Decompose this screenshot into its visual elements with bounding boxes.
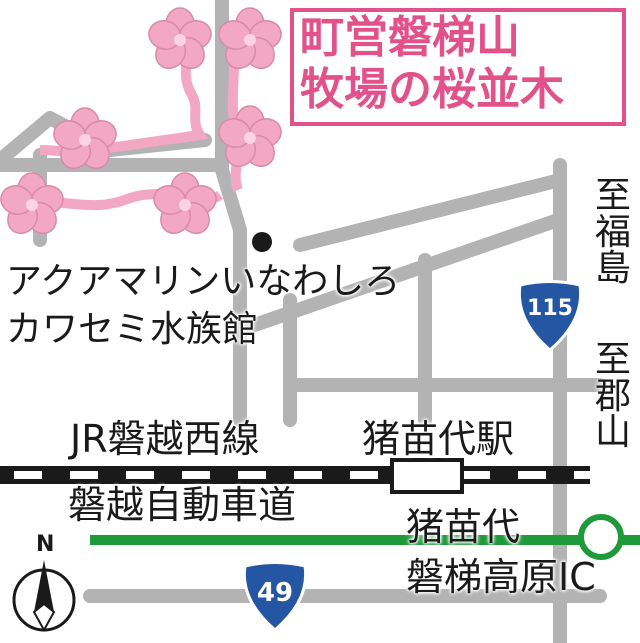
railway-dash bbox=[350, 471, 378, 479]
station-label: 猪苗代駅 bbox=[362, 417, 515, 461]
road-network bbox=[0, 0, 607, 643]
railway-dash bbox=[70, 471, 98, 479]
cherry-blossom-icon bbox=[148, 7, 212, 70]
interchange-label-line-1: 猪苗代 bbox=[406, 505, 521, 549]
title-line-1: 町営磐梯山 bbox=[300, 12, 520, 63]
railway-dash bbox=[518, 471, 546, 479]
route-49-number: 49 bbox=[256, 578, 294, 608]
direction-fukushima: 至福島 bbox=[594, 175, 631, 290]
railway-line bbox=[0, 466, 602, 484]
railway-dash bbox=[238, 471, 266, 479]
cherry-blossom-icon bbox=[0, 172, 64, 235]
north-arrow-icon bbox=[12, 560, 76, 633]
title-line-2: 牧場の桜並木 bbox=[300, 64, 564, 115]
railway-dash bbox=[462, 471, 490, 479]
location-dot-icon bbox=[252, 232, 272, 252]
cherry-blossom-icon bbox=[53, 107, 117, 170]
railway-dash bbox=[14, 471, 42, 479]
title-box bbox=[290, 8, 626, 126]
route-49-shield bbox=[242, 561, 308, 632]
compass-north-label: N bbox=[36, 532, 55, 557]
cherry-blossom-icon bbox=[153, 172, 217, 235]
interchange-circle-icon bbox=[578, 514, 624, 560]
route-115-shield bbox=[517, 280, 583, 352]
cherry-blossom-icon bbox=[218, 7, 282, 70]
facility-label-line-2: カワセミ水族館 bbox=[6, 309, 259, 350]
railway-dash bbox=[182, 471, 210, 479]
road-north-diagonal bbox=[293, 173, 567, 252]
railway-dash bbox=[574, 471, 602, 479]
cherry-blossom-group bbox=[0, 7, 282, 235]
station-box-icon bbox=[390, 458, 464, 494]
route-115-number: 115 bbox=[527, 296, 573, 321]
railway-dash bbox=[126, 471, 154, 479]
cherry-blossom-icon bbox=[218, 105, 282, 168]
direction-koriyama: 至郡山 bbox=[594, 339, 631, 454]
railway-label: JR磐越西線 bbox=[70, 417, 260, 461]
expressway-label: 磐越自動車道 bbox=[68, 483, 297, 527]
interchange-label-line-2: 磐梯高原IC bbox=[406, 555, 596, 599]
railway-dash bbox=[294, 471, 322, 479]
facility-label-line-1: アクアマリンいなわしろ bbox=[6, 261, 401, 302]
